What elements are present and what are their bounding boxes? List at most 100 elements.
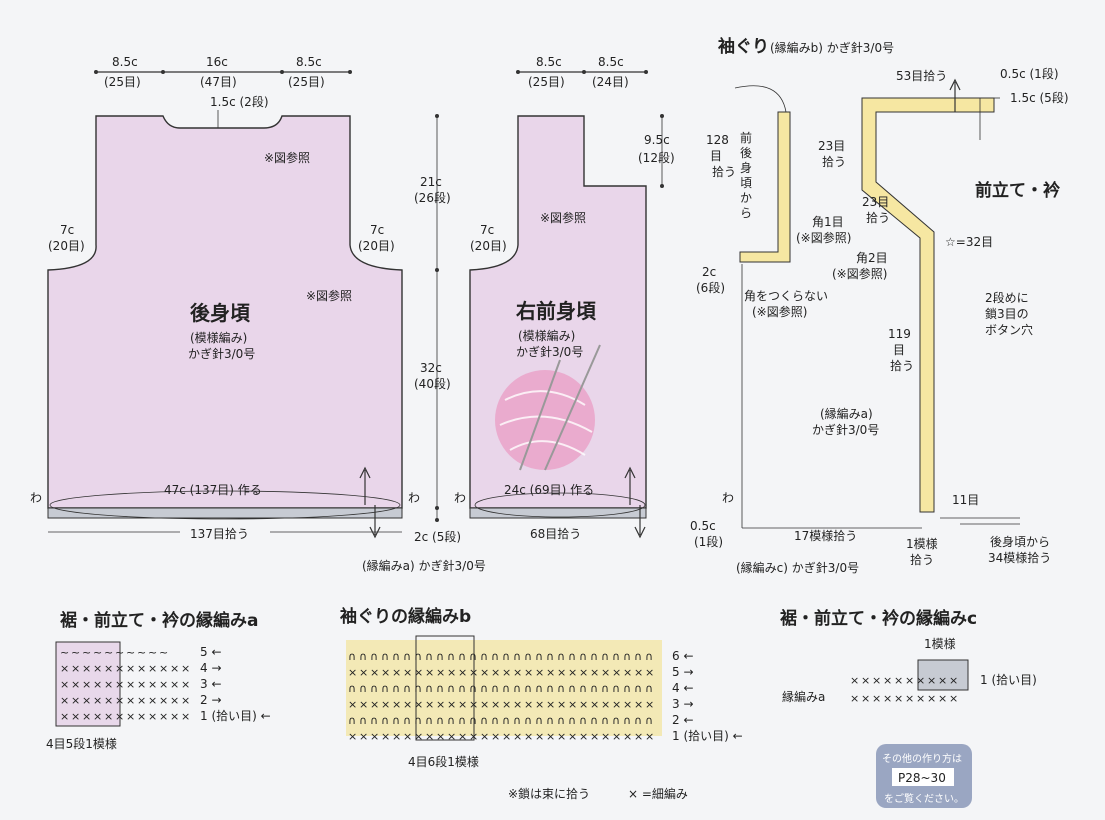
stitch-glyph: × bbox=[436, 698, 445, 711]
stitch-glyph: × bbox=[623, 730, 632, 743]
sleeve-128-me: 目 bbox=[710, 149, 722, 163]
stitch-glyph: ~ bbox=[71, 646, 80, 659]
stitch-glyph: × bbox=[403, 730, 412, 743]
front-pick: 68目拾う bbox=[530, 526, 581, 541]
stitch-glyph: × bbox=[905, 692, 914, 705]
stitch-glyph: ∩ bbox=[447, 650, 455, 663]
stitch-glyph: × bbox=[104, 710, 113, 723]
back-name: 後身頃 bbox=[190, 301, 251, 325]
stitch-glyph: × bbox=[148, 694, 157, 707]
placket-11: 11目 bbox=[952, 493, 979, 507]
stitch-glyph: ∩ bbox=[425, 714, 433, 727]
chart-a-repeat: 4目5段1模様 bbox=[46, 736, 117, 751]
stitch-glyph: ~ bbox=[93, 646, 102, 659]
stitch-glyph: × bbox=[370, 666, 379, 679]
stitch-glyph: × bbox=[557, 666, 566, 679]
stitch-glyph: × bbox=[634, 666, 643, 679]
stitch-glyph: × bbox=[381, 698, 390, 711]
stitch-glyph: ∩ bbox=[623, 714, 631, 727]
stitch-glyph: ∩ bbox=[513, 682, 521, 695]
back-hook: かぎ針3/0号 bbox=[188, 346, 255, 361]
stitch-glyph: × bbox=[60, 678, 69, 691]
stitch-glyph: ∩ bbox=[359, 714, 367, 727]
stitch-glyph: × bbox=[104, 662, 113, 675]
stitch-glyph: × bbox=[104, 694, 113, 707]
stitch-glyph: × bbox=[381, 666, 390, 679]
stitch-glyph: × bbox=[159, 710, 168, 723]
stitch-glyph: × bbox=[159, 694, 168, 707]
stitch-glyph: ∩ bbox=[568, 714, 576, 727]
stitch-glyph: × bbox=[938, 692, 947, 705]
stitch-glyph: ∩ bbox=[359, 650, 367, 663]
stitch-glyph: × bbox=[170, 710, 179, 723]
chart-a: ~~~~~~~~~~××××××××××××××××××××××××××××××… bbox=[55, 641, 190, 727]
back-armhole-l2: (20目) bbox=[48, 239, 85, 253]
back-edging-label: (縁編みa) かぎ針3/0号 bbox=[362, 558, 486, 573]
stitch-glyph: × bbox=[513, 666, 522, 679]
stitch-glyph: × bbox=[82, 710, 91, 723]
stitch-glyph: ∩ bbox=[436, 650, 444, 663]
legend-sc: × =細編み bbox=[628, 786, 688, 801]
stitch-glyph: × bbox=[645, 698, 654, 711]
stitch-glyph: × bbox=[883, 674, 892, 687]
stitch-glyph: × bbox=[148, 678, 157, 691]
stitch-glyph: × bbox=[524, 666, 533, 679]
stitch-glyph: × bbox=[480, 666, 489, 679]
stitch-glyph: ~ bbox=[137, 646, 146, 659]
stitch-glyph: × bbox=[348, 730, 357, 743]
stitch-glyph: × bbox=[170, 662, 179, 675]
stitch-glyph: × bbox=[60, 694, 69, 707]
stitch-glyph: ∩ bbox=[348, 714, 356, 727]
stitch-glyph: × bbox=[535, 698, 544, 711]
stitch-glyph: × bbox=[590, 698, 599, 711]
stitch-glyph: ~ bbox=[82, 646, 91, 659]
stitch-glyph: × bbox=[502, 666, 511, 679]
stitch-glyph: × bbox=[458, 698, 467, 711]
placket-band bbox=[861, 97, 995, 513]
stitch-glyph: × bbox=[93, 710, 102, 723]
stitch-glyph: ∩ bbox=[535, 714, 543, 727]
stitch-glyph: × bbox=[370, 730, 379, 743]
stitch-glyph: × bbox=[579, 666, 588, 679]
chart-c: ×××××××××××××××××××× bbox=[850, 659, 969, 705]
placket-wa: わ bbox=[722, 491, 734, 505]
stitch-glyph: × bbox=[883, 692, 892, 705]
placket-one-motif-1: 1模様 bbox=[906, 537, 938, 551]
sleeve-side-1: 前 bbox=[740, 130, 752, 145]
stitch-glyph: × bbox=[381, 730, 390, 743]
stitch-glyph: × bbox=[601, 666, 610, 679]
front-dim-3: 8.5c bbox=[598, 55, 624, 69]
back-pick: 137目拾う bbox=[190, 526, 249, 541]
stitch-glyph: ∩ bbox=[634, 682, 642, 695]
stitch-glyph: × bbox=[938, 674, 947, 687]
stitch-glyph: ∩ bbox=[370, 650, 378, 663]
stitch-glyph: × bbox=[546, 698, 555, 711]
stitch-glyph: ~ bbox=[115, 646, 124, 659]
stitch-glyph: ∩ bbox=[623, 682, 631, 695]
stitch-glyph: ~ bbox=[126, 646, 135, 659]
stitch-glyph: ∩ bbox=[414, 714, 422, 727]
back-armhole-r2: (20目) bbox=[358, 239, 395, 253]
stitch-glyph: ∩ bbox=[370, 714, 378, 727]
sleeve-128-hirou: 拾う bbox=[712, 164, 736, 179]
chart-c-row1: 1 (拾い目) bbox=[980, 672, 1037, 687]
stitch-glyph: ∩ bbox=[381, 682, 389, 695]
back-panel bbox=[47, 115, 403, 520]
sleeve-edge-h2: (6段) bbox=[696, 280, 725, 295]
placket-edging-2: かぎ針3/0号 bbox=[812, 422, 879, 437]
stitch-glyph: × bbox=[927, 692, 936, 705]
placket-23a-1: 23目 bbox=[818, 139, 845, 153]
stitch-glyph: ∩ bbox=[392, 714, 400, 727]
stitch-glyph: × bbox=[524, 730, 533, 743]
chart-b-row-2: 2 ← bbox=[672, 713, 694, 727]
stitch-glyph: × bbox=[348, 666, 357, 679]
stitch-glyph: ∩ bbox=[601, 650, 609, 663]
stitch-glyph: × bbox=[126, 662, 135, 675]
chart-c-ref: 縁編みa bbox=[782, 689, 825, 704]
stitch-glyph: × bbox=[480, 698, 489, 711]
stitch-glyph: × bbox=[447, 666, 456, 679]
stitch-glyph: × bbox=[612, 666, 621, 679]
stitch-glyph: × bbox=[557, 698, 566, 711]
placket-top-r1: 0.5c (1段) bbox=[1000, 66, 1059, 81]
back-dim-6: (25目) bbox=[288, 75, 325, 89]
